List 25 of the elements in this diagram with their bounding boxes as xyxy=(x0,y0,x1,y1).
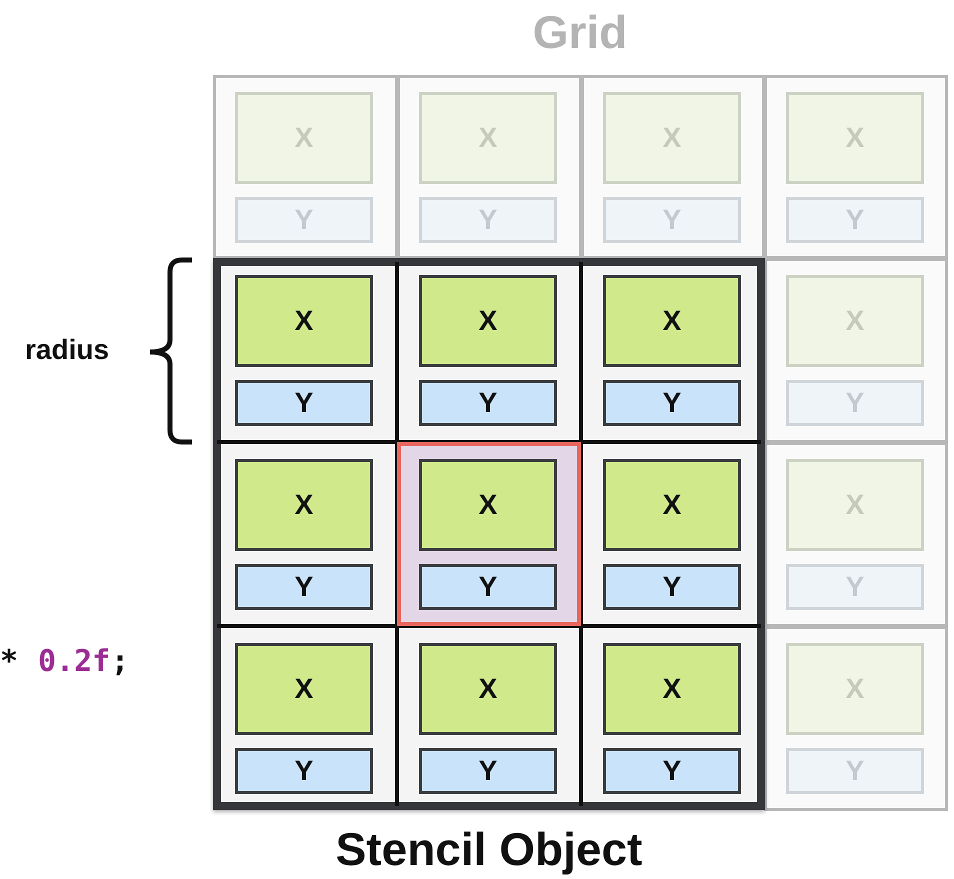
x-box: X xyxy=(419,643,557,735)
y-box: Y xyxy=(603,380,741,426)
x-box: X xyxy=(235,275,373,367)
y-box: Y xyxy=(603,564,741,610)
y-box: Y xyxy=(235,748,373,794)
x-box: X xyxy=(603,275,741,367)
y-box: Y xyxy=(235,380,373,426)
code-text: 0.2f xyxy=(38,644,110,679)
y-box: Y xyxy=(235,564,373,610)
x-box: X xyxy=(603,459,741,551)
x-box: X xyxy=(235,643,373,735)
x-box: X xyxy=(419,275,557,367)
y-box: Y xyxy=(603,748,741,794)
highlight-cell xyxy=(397,442,581,626)
code-text: * xyxy=(0,644,18,679)
y-box: Y xyxy=(419,380,557,426)
y-box: Y xyxy=(419,748,557,794)
radius-label: radius xyxy=(25,334,110,366)
grid-title: Grid xyxy=(532,5,628,60)
x-box: X xyxy=(419,459,557,551)
code-text: ; xyxy=(111,644,130,679)
x-box: X xyxy=(603,643,741,735)
x-box: X xyxy=(235,459,373,551)
y-box: Y xyxy=(419,564,557,610)
stencil-title: Stencil Object xyxy=(334,822,644,877)
